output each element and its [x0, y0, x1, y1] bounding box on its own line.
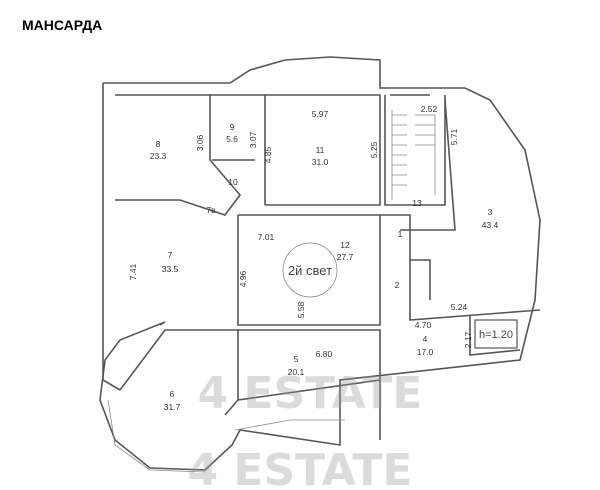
- room-3-area: 43.4: [482, 220, 499, 230]
- room-1-number: 1: [398, 229, 403, 239]
- room-labels: 8 23.3 9 5.6 11 31.0 10 7в 13 3 43.4 1 1…: [150, 122, 499, 412]
- double-height-label: 2й свет: [288, 263, 332, 278]
- room-4-area: 17.0: [417, 347, 434, 357]
- svg-text:7.41: 7.41: [128, 263, 138, 280]
- walls: [99, 56, 541, 473]
- room-7v-number: 7в: [206, 205, 216, 215]
- svg-text:3.07: 3.07: [248, 131, 258, 148]
- dimension-labels: 2.52 5.97 3.06 3.07 4.85 5.25 5.71 7.01 …: [128, 104, 473, 359]
- svg-text:3.06: 3.06: [195, 134, 205, 151]
- room-7-area: 33.5: [162, 264, 179, 274]
- room-12-number: 12: [340, 240, 350, 250]
- svg-text:4.96: 4.96: [238, 270, 248, 287]
- room-6-area: 31.7: [164, 402, 181, 412]
- room-8-number: 8: [156, 139, 161, 149]
- room-5-number: 5: [294, 354, 299, 364]
- svg-text:5.25: 5.25: [369, 141, 379, 158]
- svg-text:2.17: 2.17: [463, 331, 473, 348]
- room-13-number: 13: [412, 198, 422, 208]
- svg-text:6.80: 6.80: [316, 349, 333, 359]
- room-4-number: 4: [423, 334, 428, 344]
- svg-text:4.85: 4.85: [263, 146, 273, 163]
- room-10-number: 10: [228, 177, 238, 187]
- svg-text:5.71: 5.71: [449, 128, 459, 145]
- room-12-area: 27.7: [337, 252, 354, 262]
- svg-text:5.97: 5.97: [312, 109, 329, 119]
- room-11-number: 11: [316, 145, 325, 155]
- height-note: h=1.20: [479, 329, 513, 341]
- room-8-area: 23.3: [150, 151, 167, 161]
- room-6-number: 6: [170, 389, 175, 399]
- room-3-number: 3: [488, 207, 493, 217]
- watermark-bottom: 4 ESTATE: [188, 445, 413, 490]
- svg-text:5.58: 5.58: [296, 301, 306, 318]
- room-5-area: 20.1: [288, 367, 305, 377]
- room-7-number: 7: [168, 250, 173, 260]
- svg-text:5.24: 5.24: [451, 302, 468, 312]
- svg-text:7.01: 7.01: [258, 232, 275, 242]
- svg-text:4.70: 4.70: [415, 320, 432, 330]
- room-2-number: 2: [395, 280, 400, 290]
- watermark: 4 ESTATE: [198, 368, 423, 419]
- room-9-number: 9: [230, 122, 235, 132]
- room-11-area: 31.0: [312, 157, 329, 167]
- plan-title: МАНСАРДА: [22, 17, 103, 33]
- room-9-area: 5.6: [226, 134, 238, 144]
- svg-text:2.52: 2.52: [421, 104, 438, 114]
